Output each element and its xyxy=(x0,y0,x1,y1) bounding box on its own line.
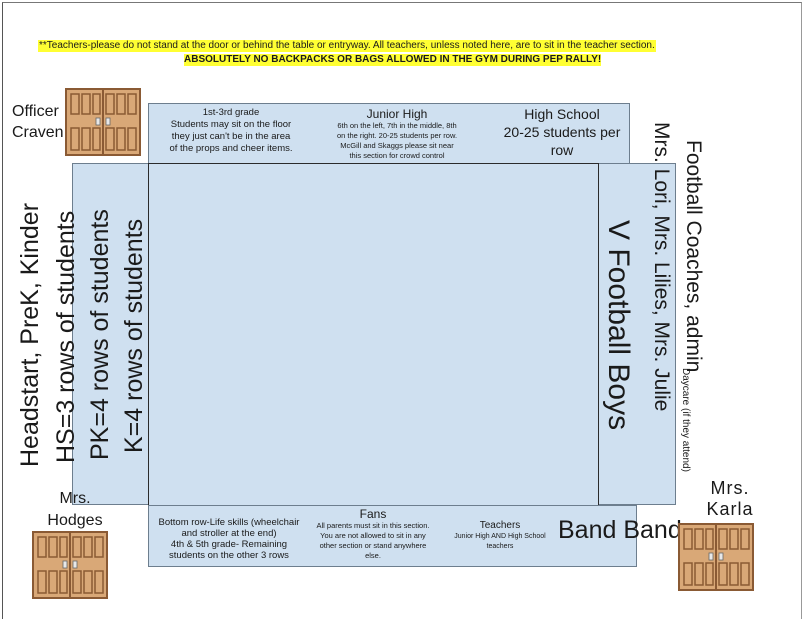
door-staff-line: Mrs. xyxy=(710,478,750,498)
section-fans-line: other section or stand anywhere xyxy=(319,541,427,550)
section-fans: Fans All parents must sit in this sectio… xyxy=(306,507,440,561)
door-staff-top-left: Officer Craven xyxy=(12,101,64,143)
section-fans-line: You are not allowed to sit in any xyxy=(320,531,426,540)
door-icon xyxy=(32,531,108,599)
section-fans-line: All parents must sit in this section. xyxy=(316,521,430,530)
section-junior-high-title: Junior High xyxy=(366,107,428,121)
left-seating-band xyxy=(72,163,149,505)
section-junior-high-line: 6th on the left, 7th in the middle, 8th xyxy=(337,121,457,130)
section-life-skills-line: 4th & 5th grade- Remaining xyxy=(170,539,288,550)
section-life-skills-line: and stroller at the end) xyxy=(181,528,277,539)
label-k-rows: K=4 rows of students xyxy=(120,218,148,453)
top-seating-band xyxy=(148,103,630,164)
teacher-notice: **Teachers-please do not stand at the do… xyxy=(38,40,656,52)
door-staff-bottom-right: Mrs. Karla xyxy=(690,478,770,520)
label-coaches-admin: Football Coaches, admin xyxy=(682,140,705,373)
door-staff-line: Craven xyxy=(12,124,64,141)
section-junior-high-line: this section for crowd control xyxy=(349,151,445,160)
section-band: Band Band xyxy=(558,516,682,544)
door-staff-bottom-left: Mrs. Hodges xyxy=(40,488,110,532)
door-icon xyxy=(678,523,754,591)
door-staff-line: Hodges xyxy=(47,512,103,529)
section-junior-high-line: on the right. 20-25 students per row. xyxy=(336,131,458,140)
label-hs-rows: HS=3 rows of students xyxy=(52,210,80,463)
section-teachers: Teachers Junior High AND High School tea… xyxy=(445,520,555,552)
section-fans-line: else. xyxy=(365,551,381,560)
section-high-school-line: High School xyxy=(524,106,600,122)
section-fans-title: Fans xyxy=(359,507,387,521)
section-teachers-title: Teachers xyxy=(479,520,521,531)
section-teachers-line: teachers xyxy=(486,543,514,550)
label-daycare: Daycare (if they attend) xyxy=(680,368,691,472)
door-staff-line: Officer xyxy=(12,103,59,120)
no-bags-notice: ABSOLUTELY NO BACKPACKS OR BAGS ALLOWED … xyxy=(184,54,602,66)
section-life-skills-line: Bottom row-Life skills (wheelchair xyxy=(158,517,300,528)
door-staff-line: Karla xyxy=(706,499,754,519)
section-life-skills-line: students on the other 3 rows xyxy=(169,550,289,561)
section-high-school-line: 20-25 students per xyxy=(503,124,621,140)
section-grades-1-3-line: of the props and cheer items. xyxy=(169,143,293,154)
section-grades-1-3: 1st-3rd grade Students may sit on the fl… xyxy=(148,107,314,155)
section-grades-1-3-line: they just can't be in the area xyxy=(171,131,291,142)
label-staff-names: Mrs. Lori, Mrs. Lilies, Mrs. Julie xyxy=(650,122,673,412)
section-junior-high-line: McGill and Skaggs please sit near xyxy=(340,141,454,150)
door-icon xyxy=(65,88,141,156)
door-staff-line: Mrs. xyxy=(59,490,91,507)
section-high-school-line: row xyxy=(550,142,574,158)
section-grades-1-3-title: 1st-3rd grade xyxy=(202,107,260,118)
section-life-skills: Bottom row-Life skills (wheelchair and s… xyxy=(150,517,308,561)
gym-court xyxy=(148,163,599,506)
section-high-school: High School 20-25 students per row xyxy=(492,105,632,159)
label-football-boys: V Football Boys xyxy=(602,220,635,431)
section-teachers-line: Junior High AND High School xyxy=(454,533,546,540)
label-headstart-prek-kinder: Headstart, PreK, Kinder xyxy=(16,202,44,467)
bottom-seating-band xyxy=(148,505,637,567)
label-pk-rows: PK=4 rows of students xyxy=(86,209,114,460)
section-junior-high: Junior High 6th on the left, 7th in the … xyxy=(318,107,476,161)
section-grades-1-3-line: Students may sit on the floor xyxy=(170,119,292,130)
